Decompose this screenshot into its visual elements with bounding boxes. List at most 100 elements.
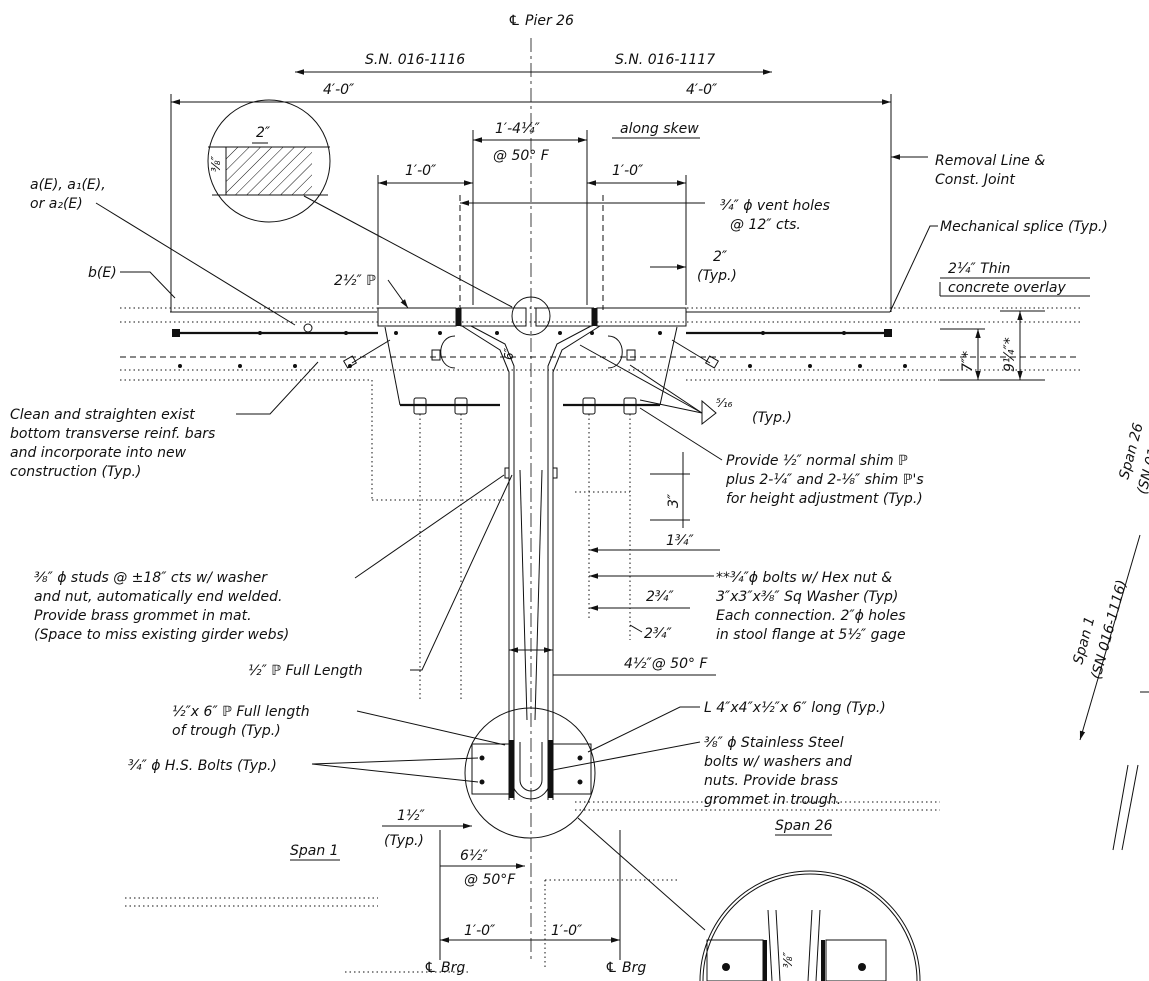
weld-symbol: ⁵⁄₁₆ (Typ.)	[579, 344, 792, 426]
svg-text:of trough (Typ.): of trough (Typ.)	[172, 723, 281, 739]
trough-width-dim: 4½″@ 50° F	[509, 647, 716, 676]
svg-text:2″: 2″	[713, 249, 728, 265]
svg-text:4′-0″: 4′-0″	[686, 82, 718, 98]
detail-circle-lower-right: ⅜″	[699, 870, 921, 981]
svg-text:or a₂(E): or a₂(E)	[30, 196, 83, 212]
svg-text:2″: 2″	[256, 125, 271, 141]
one-foot-dims-top: 1′-0″ 1′-0″	[377, 163, 687, 305]
svg-text:and incorporate into new: and incorporate into new	[10, 445, 187, 461]
hatched-plates	[377, 296, 687, 336]
svg-text:L 4″x4″x½″x 6″ long (Typ.): L 4″x4″x½″x 6″ long (Typ.)	[704, 700, 886, 716]
svg-text:for height adjustment (Typ.): for height adjustment (Typ.)	[726, 491, 923, 507]
svg-text:⁵⁄₁₆: ⁵⁄₁₆	[716, 396, 733, 410]
sn-dimension-row: S.N. 016-1116 S.N. 016-1117	[295, 52, 772, 75]
bearing-dims: 1′-0″ 1′-0″ ℄ Brg ℄ Brg	[424, 830, 646, 976]
bolts-note: **¾″ϕ bolts w/ Hex nut & 3″x3″x⅜″ Sq Was…	[589, 570, 906, 643]
studs-note: ⅜″ ϕ studs @ ±18″ cts w/ washer and nut,…	[34, 474, 505, 643]
plate-2-5-label: 2½″ ℙ	[334, 273, 409, 309]
svg-text:1′-0″: 1′-0″	[464, 923, 496, 939]
svg-text:½″x 6″ ℙ Full length: ½″x 6″ ℙ Full length	[172, 704, 310, 720]
depth-dims: 7″* 9¼″*	[940, 310, 1045, 381]
svg-text:4′-0″: 4′-0″	[323, 82, 355, 98]
edge-dist-dim: 1½″ (Typ.)	[382, 808, 472, 849]
svg-text:concrete overlay: concrete overlay	[948, 280, 1066, 296]
svg-text:4½″@ 50° F: 4½″@ 50° F	[624, 656, 708, 672]
svg-text:9¼″*: 9¼″*	[1002, 337, 1018, 372]
svg-text:7″*: 7″*	[960, 351, 976, 372]
svg-text:2¾″: 2¾″	[644, 626, 672, 642]
svg-text:bottom transverse reinf. bars: bottom transverse reinf. bars	[10, 426, 215, 442]
small-dims-right: 3″ 1¾″	[589, 452, 720, 553]
svg-text:grommet in trough.: grommet in trough.	[704, 792, 841, 808]
svg-text:Span 1: Span 1	[290, 843, 339, 859]
svg-text:1′-4¼″: 1′-4¼″	[495, 121, 541, 137]
removal-line-note: Removal Line & Const. Joint	[891, 153, 1045, 188]
svg-text:1′-0″: 1′-0″	[551, 923, 583, 939]
svg-text:3″: 3″	[666, 493, 682, 508]
bar-b-label: b(E)	[88, 265, 176, 299]
svg-text:**¾″ϕ bolts w/ Hex nut &: **¾″ϕ bolts w/ Hex nut &	[716, 570, 892, 586]
svg-text:S.N. 016-1117: S.N. 016-1117	[615, 52, 715, 68]
svg-text:b(E): b(E)	[88, 265, 117, 281]
svg-text:Mechanical splice (Typ.): Mechanical splice (Typ.)	[940, 219, 1108, 235]
overall-dimension-row: 4′-0″ 4′-0″	[170, 82, 892, 312]
svg-text:(Space to miss existing girder: (Space to miss existing girder webs)	[34, 627, 289, 643]
svg-text:⅜″ ϕ Stainless Steel: ⅜″ ϕ Stainless Steel	[704, 735, 844, 751]
svg-text:⅜″ ϕ studs @ ±18″ cts w/ washe: ⅜″ ϕ studs @ ±18″ cts w/ washer	[34, 570, 268, 586]
svg-text:(Typ.): (Typ.)	[384, 833, 424, 849]
hs-bolts-note: ¾″ ϕ H.S. Bolts (Typ.)	[128, 757, 479, 783]
trough-plate-note: ½″x 6″ ℙ Full length of trough (Typ.)	[172, 704, 506, 746]
svg-text:Span 26: Span 26	[775, 818, 833, 834]
svg-text:nuts. Provide brass: nuts. Provide brass	[704, 773, 838, 789]
svg-text:Provide brass grommet in mat.: Provide brass grommet in mat.	[34, 608, 252, 624]
rebar-dots	[178, 331, 907, 368]
overlay-note: 2¼″ Thin concrete overlay	[939, 261, 1090, 297]
svg-text:⅜″: ⅜″	[209, 155, 223, 172]
full-length-plate-note: ½″ ℙ Full Length	[248, 474, 513, 679]
svg-text:(Typ.): (Typ.)	[697, 268, 737, 284]
svg-text:(Typ.): (Typ.)	[752, 410, 792, 426]
svg-text:2½″ ℙ: 2½″ ℙ	[334, 273, 376, 289]
svg-text:2¼″ Thin: 2¼″ Thin	[948, 261, 1010, 277]
svg-text:2¾″: 2¾″	[646, 589, 674, 605]
svg-text:℄ Brg: ℄ Brg	[605, 960, 646, 976]
trough-funnel	[431, 325, 636, 470]
svg-text:in stool flange at 5½″ gage: in stool flange at 5½″ gage	[716, 627, 906, 643]
anchor-bolts	[413, 397, 637, 700]
bottom-girders	[125, 801, 940, 973]
svg-text:S.N. 016-1116: S.N. 016-1116	[365, 52, 465, 68]
svg-text:@ 50°F: @ 50°F	[464, 872, 516, 888]
span-labels: Span 1 Span 26	[290, 818, 833, 861]
svg-text:Const. Joint: Const. Joint	[935, 172, 1015, 188]
clean-straighten-note: Clean and straighten exist bottom transv…	[10, 361, 319, 480]
svg-text:plus 2-¼″ and 2-⅛″ shim ℙ's: plus 2-¼″ and 2-⅛″ shim ℙ's	[725, 472, 924, 488]
svg-text:Removal Line &: Removal Line &	[935, 153, 1045, 169]
angle-note: L 4″x4″x½″x 6″ long (Typ.)	[587, 700, 886, 753]
shim-note: Provide ½″ normal shim ℙ plus 2-¼″ and 2…	[639, 407, 924, 507]
detail-circle-top: 2″ ⅜″	[207, 99, 513, 308]
detail-circle-bottom	[464, 707, 706, 931]
skew-dimension: 1′-4¼″ along skew @ 50° F	[472, 121, 700, 305]
svg-text:a(E), a₁(E),: a(E), a₁(E),	[30, 177, 106, 193]
svg-text:6½″: 6½″	[460, 848, 488, 864]
mechanical-splice-note: Mechanical splice (Typ.)	[889, 219, 1108, 313]
two-inch-typ: 2″ (Typ.)	[650, 249, 737, 284]
svg-text:Each connection. 2″ϕ holes: Each connection. 2″ϕ holes	[716, 608, 906, 624]
vent-holes-note: ¾″ ϕ vent holes @ 12″ cts.	[459, 195, 830, 310]
svg-text:⅜″: ⅜″	[781, 951, 795, 968]
svg-text:and nut, automatically end wel: and nut, automatically end welded.	[34, 589, 282, 605]
svg-text:Clean and straighten exist: Clean and straighten exist	[10, 407, 195, 423]
stainless-bolts-note: ⅜″ ϕ Stainless Steel bolts w/ washers an…	[552, 735, 852, 808]
svg-text:1¾″: 1¾″	[666, 533, 694, 549]
svg-text:bolts w/ washers and: bolts w/ washers and	[704, 754, 852, 770]
six-inch-dim: 6″	[502, 347, 516, 360]
gap-dim: 6½″ @ 50°F	[440, 848, 525, 888]
svg-text:@ 50° F: @ 50° F	[493, 148, 550, 164]
svg-text:℄ Brg: ℄ Brg	[424, 960, 465, 976]
svg-text:½″ ℙ Full Length: ½″ ℙ Full Length	[248, 663, 363, 679]
stool-legs	[342, 326, 720, 407]
bar-a-label: a(E), a₁(E), or a₂(E)	[30, 177, 313, 333]
svg-text:1′-0″: 1′-0″	[405, 163, 437, 179]
svg-text:1½″: 1½″	[397, 808, 425, 824]
